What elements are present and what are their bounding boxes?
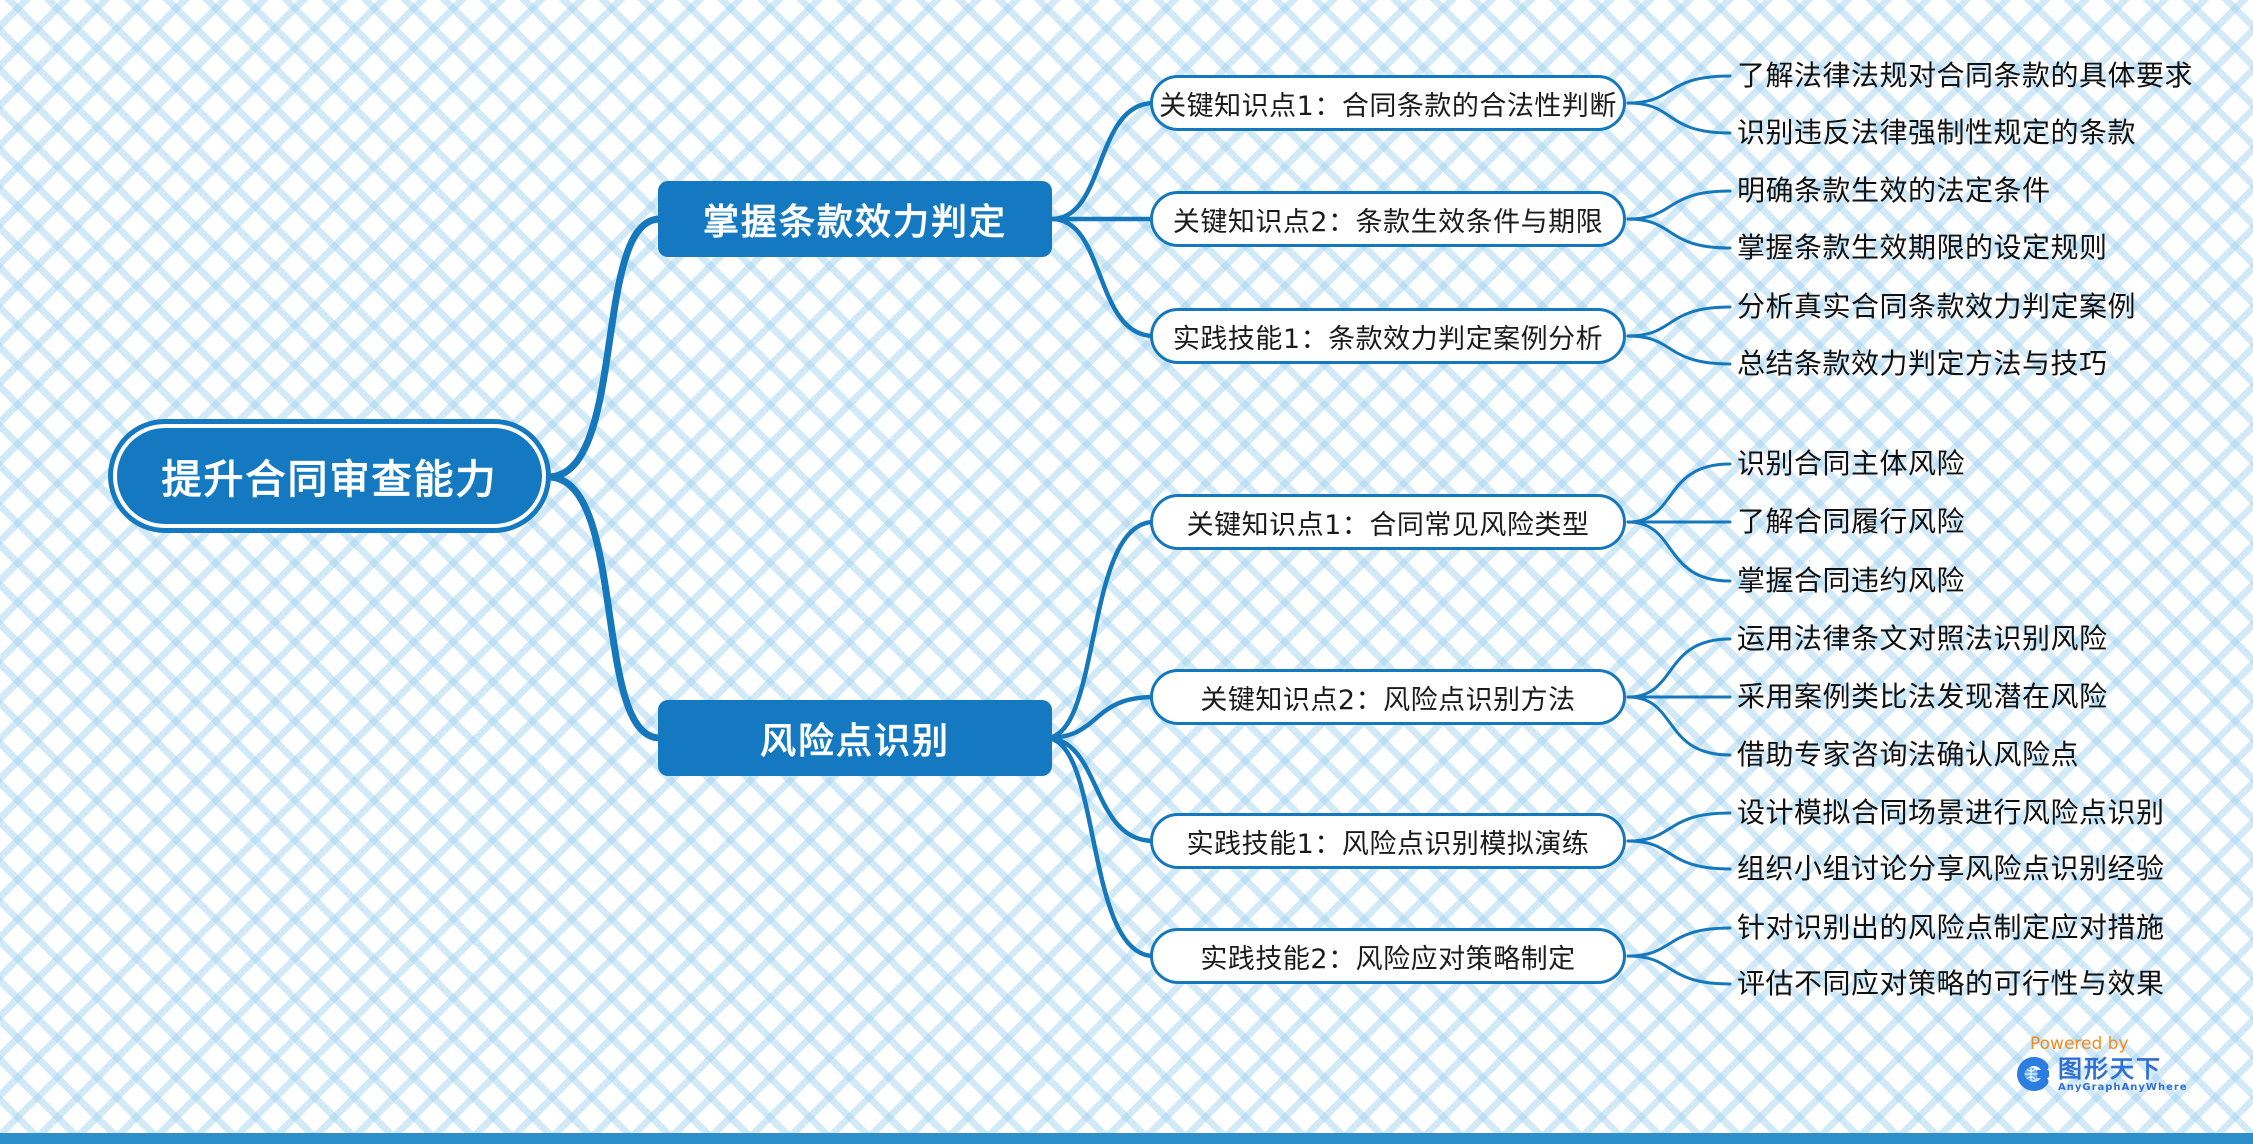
- sub-node-b2-4[interactable]: 实践技能2：风险应对策略制定: [1150, 928, 1626, 984]
- leaf-node[interactable]: 借助专家咨询法确认风险点: [1737, 738, 2080, 771]
- leaf-node[interactable]: 掌握条款生效期限的设定规则: [1737, 231, 2108, 264]
- leaf-node[interactable]: 掌握合同违约风险: [1737, 564, 1966, 597]
- leaf-node[interactable]: 识别违反法律强制性规定的条款: [1737, 116, 2137, 149]
- leaf-node[interactable]: 设计模拟合同场景进行风险点识别: [1737, 796, 2165, 829]
- leaf-node[interactable]: 采用案例类比法发现潜在风险: [1737, 680, 2108, 713]
- sub-node-b1-2[interactable]: 关键知识点2：条款生效条件与期限: [1150, 191, 1626, 247]
- powered-by-label: Powered by: [2030, 1034, 2129, 1054]
- leaf-node[interactable]: 针对识别出的风险点制定应对措施: [1737, 911, 2165, 944]
- leaf-node[interactable]: 评估不同应对策略的可行性与效果: [1737, 967, 2165, 1000]
- brand-tagline: AnyGraphAnyWhere: [2058, 1082, 2188, 1093]
- leaf-node[interactable]: 明确条款生效的法定条件: [1737, 174, 2051, 207]
- leaf-node[interactable]: 运用法律条文对照法识别风险: [1737, 622, 2108, 655]
- leaf-node[interactable]: 组织小组讨论分享风险点识别经验: [1737, 852, 2165, 885]
- leaf-node[interactable]: 了解合同履行风险: [1737, 505, 1966, 538]
- brand-name: 图形天下: [2058, 1055, 2162, 1083]
- sub-node-b1-1[interactable]: 关键知识点1：合同条款的合法性判断: [1150, 75, 1626, 131]
- sub-node-b2-3[interactable]: 实践技能1：风险点识别模拟演练: [1150, 813, 1626, 869]
- brand-logo-icon: [2016, 1056, 2052, 1096]
- branch-node-2[interactable]: 风险点识别: [658, 700, 1052, 776]
- leaf-node[interactable]: 了解法律法规对合同条款的具体要求: [1737, 59, 2194, 92]
- branch-node-1[interactable]: 掌握条款效力判定: [658, 181, 1052, 257]
- bottom-accent-bar: [0, 1133, 2253, 1144]
- sub-node-b1-3[interactable]: 实践技能1：条款效力判定案例分析: [1150, 308, 1626, 364]
- leaf-node[interactable]: 分析真实合同条款效力判定案例: [1737, 290, 2137, 323]
- sub-node-b2-1[interactable]: 关键知识点1：合同常见风险类型: [1150, 494, 1626, 550]
- leaf-node[interactable]: 识别合同主体风险: [1737, 447, 1966, 480]
- leaf-node[interactable]: 总结条款效力判定方法与技巧: [1737, 347, 2108, 380]
- sub-node-b2-2[interactable]: 关键知识点2：风险点识别方法: [1150, 669, 1626, 725]
- root-node[interactable]: 提升合同审查能力: [113, 424, 546, 528]
